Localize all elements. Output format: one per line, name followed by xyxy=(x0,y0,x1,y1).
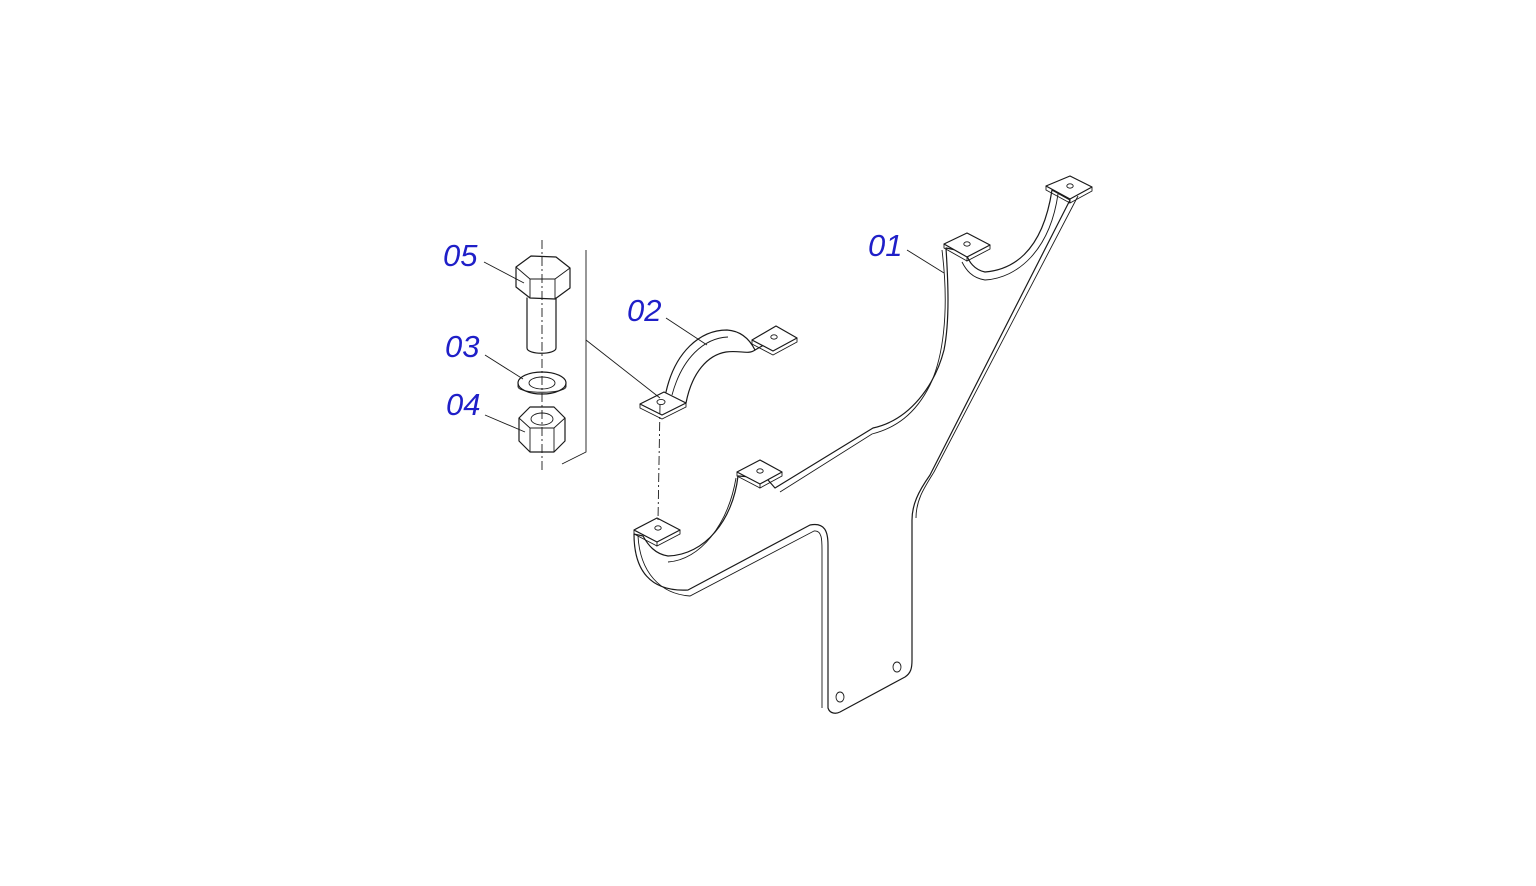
part-05-bolt xyxy=(515,255,571,354)
leader-lines xyxy=(483,249,945,433)
callout-02: 02 xyxy=(627,293,661,328)
callout-labels: 01 02 03 04 05 xyxy=(443,228,902,422)
callout-04: 04 xyxy=(446,387,480,422)
callout-01: 01 xyxy=(868,228,902,263)
part-01-bracket xyxy=(633,175,1093,714)
assembly-axis-lines xyxy=(541,240,661,521)
part-02-clamp xyxy=(639,325,798,420)
callout-03: 03 xyxy=(445,329,479,364)
callout-05: 05 xyxy=(443,238,478,273)
